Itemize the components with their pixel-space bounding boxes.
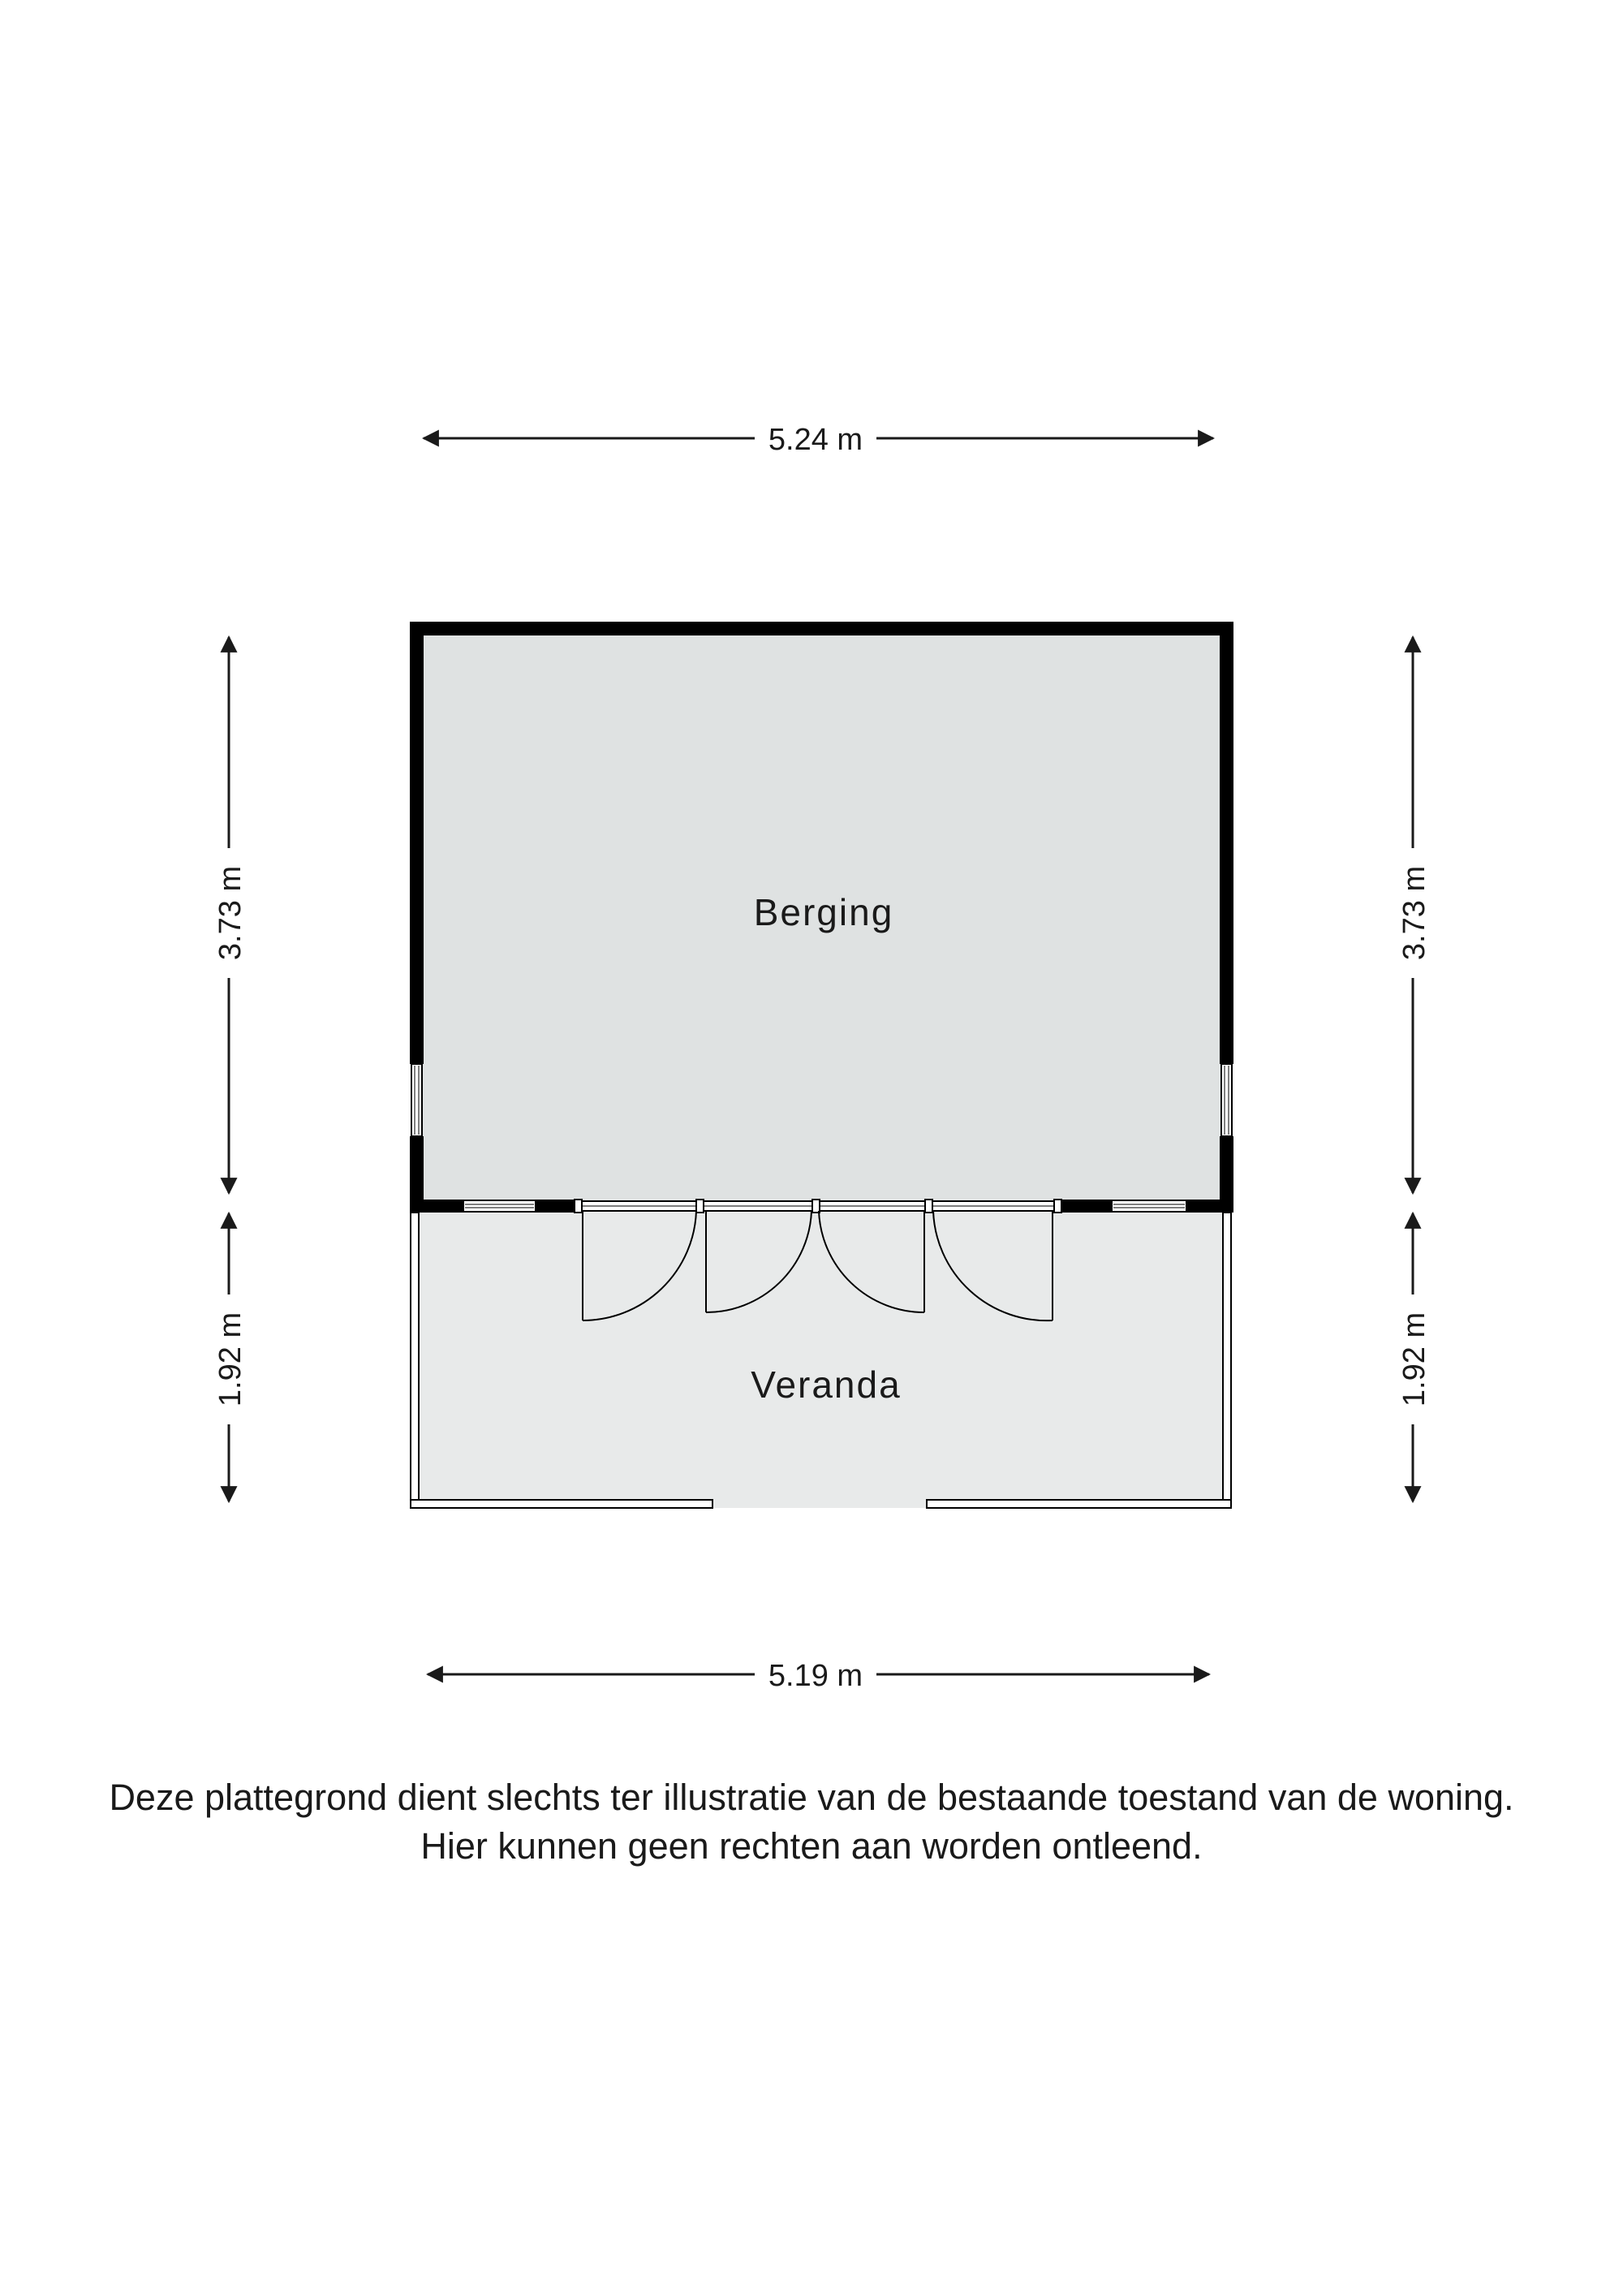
room-label-berging: Berging xyxy=(754,891,894,933)
veranda-walls xyxy=(410,1212,1232,1509)
veranda-area xyxy=(416,1211,1227,1508)
disclaimer-line-2: Hier kunnen geen rechten aan worden ontl… xyxy=(420,1825,1203,1867)
disclaimer-line-1: Deze plattegrond dient slechts ter illus… xyxy=(109,1777,1514,1818)
door-swing-1 xyxy=(582,1210,697,1321)
window-bottom-right xyxy=(1111,1200,1187,1213)
window-bottom-left xyxy=(463,1200,536,1213)
door-swing-4 xyxy=(932,1210,1053,1322)
door-swing-2 xyxy=(705,1210,812,1313)
dimension-label: 5.19 m xyxy=(768,1659,863,1693)
room-label-veranda: Veranda xyxy=(751,1363,901,1406)
window-left xyxy=(411,1063,423,1137)
dimension-bottom-width: 5.19 m xyxy=(425,1659,1212,1693)
dimension-right-lower-height: 1.92 m xyxy=(1397,1211,1431,1504)
dimension-label: 1.92 m xyxy=(213,1312,248,1406)
door-swing-3 xyxy=(818,1210,925,1313)
dimension-label: 5.24 m xyxy=(768,423,863,457)
berging-walls xyxy=(410,622,1233,1213)
dimension-left-lower-height: 1.92 m xyxy=(213,1211,248,1504)
dimension-label: 3.73 m xyxy=(1397,866,1431,960)
dimension-right-upper-height: 3.73 m xyxy=(1397,635,1431,1195)
window-right xyxy=(1220,1063,1233,1137)
dimension-left-upper-height: 3.73 m xyxy=(213,635,248,1195)
dimension-label: 3.73 m xyxy=(213,866,248,960)
berging-room xyxy=(422,635,1221,1205)
dimension-label: 1.92 m xyxy=(1397,1312,1431,1406)
disclaimer: Deze plattegrond dient slechts ter illus… xyxy=(0,1773,1623,1871)
dimension-top-width: 5.24 m xyxy=(421,423,1216,457)
door-frame xyxy=(574,1199,1062,1213)
